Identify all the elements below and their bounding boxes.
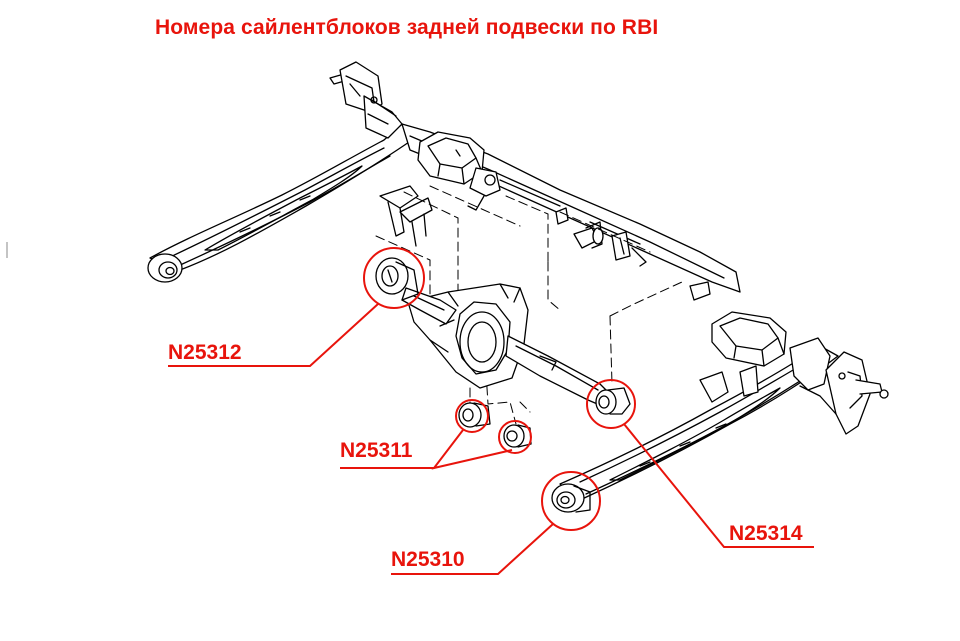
lower-link-arm [505, 335, 611, 407]
leader-line-n25310 [391, 523, 554, 575]
leader-line-n25312 [168, 303, 379, 367]
label-n25312: N25312 [168, 341, 242, 364]
left-trailing-arm [149, 123, 413, 271]
left-hub [329, 61, 403, 139]
right-arm-bushing [551, 483, 591, 513]
callout-circle-n25311-b [498, 420, 532, 454]
right-hub [789, 337, 889, 435]
right-brackets [699, 365, 759, 403]
label-n25310: N25310 [391, 548, 465, 571]
left-brackets [379, 167, 501, 247]
leader-line-n25314 [623, 423, 814, 548]
callout-circle-n25314 [586, 379, 636, 429]
label-n25311: N25311 [340, 439, 413, 462]
label-n25314: N25314 [729, 522, 803, 545]
callout-circle-n25311-a [455, 399, 489, 433]
center-mount [555, 207, 711, 301]
leader-line-n25311 [340, 429, 513, 470]
right-upper-mount [711, 311, 787, 367]
bushing-n25314 [595, 387, 631, 415]
left-upper-mount [417, 131, 485, 185]
bushing-n25312 [375, 257, 419, 301]
callout-circle-n25312 [363, 247, 425, 309]
left-arm-bushing [147, 253, 183, 283]
bushings-n25311 [458, 402, 532, 448]
callout-circle-n25310 [541, 471, 601, 531]
diagram-title: Номера сайлентблоков задней подвески по … [155, 16, 659, 39]
right-trailing-arm [559, 345, 839, 501]
